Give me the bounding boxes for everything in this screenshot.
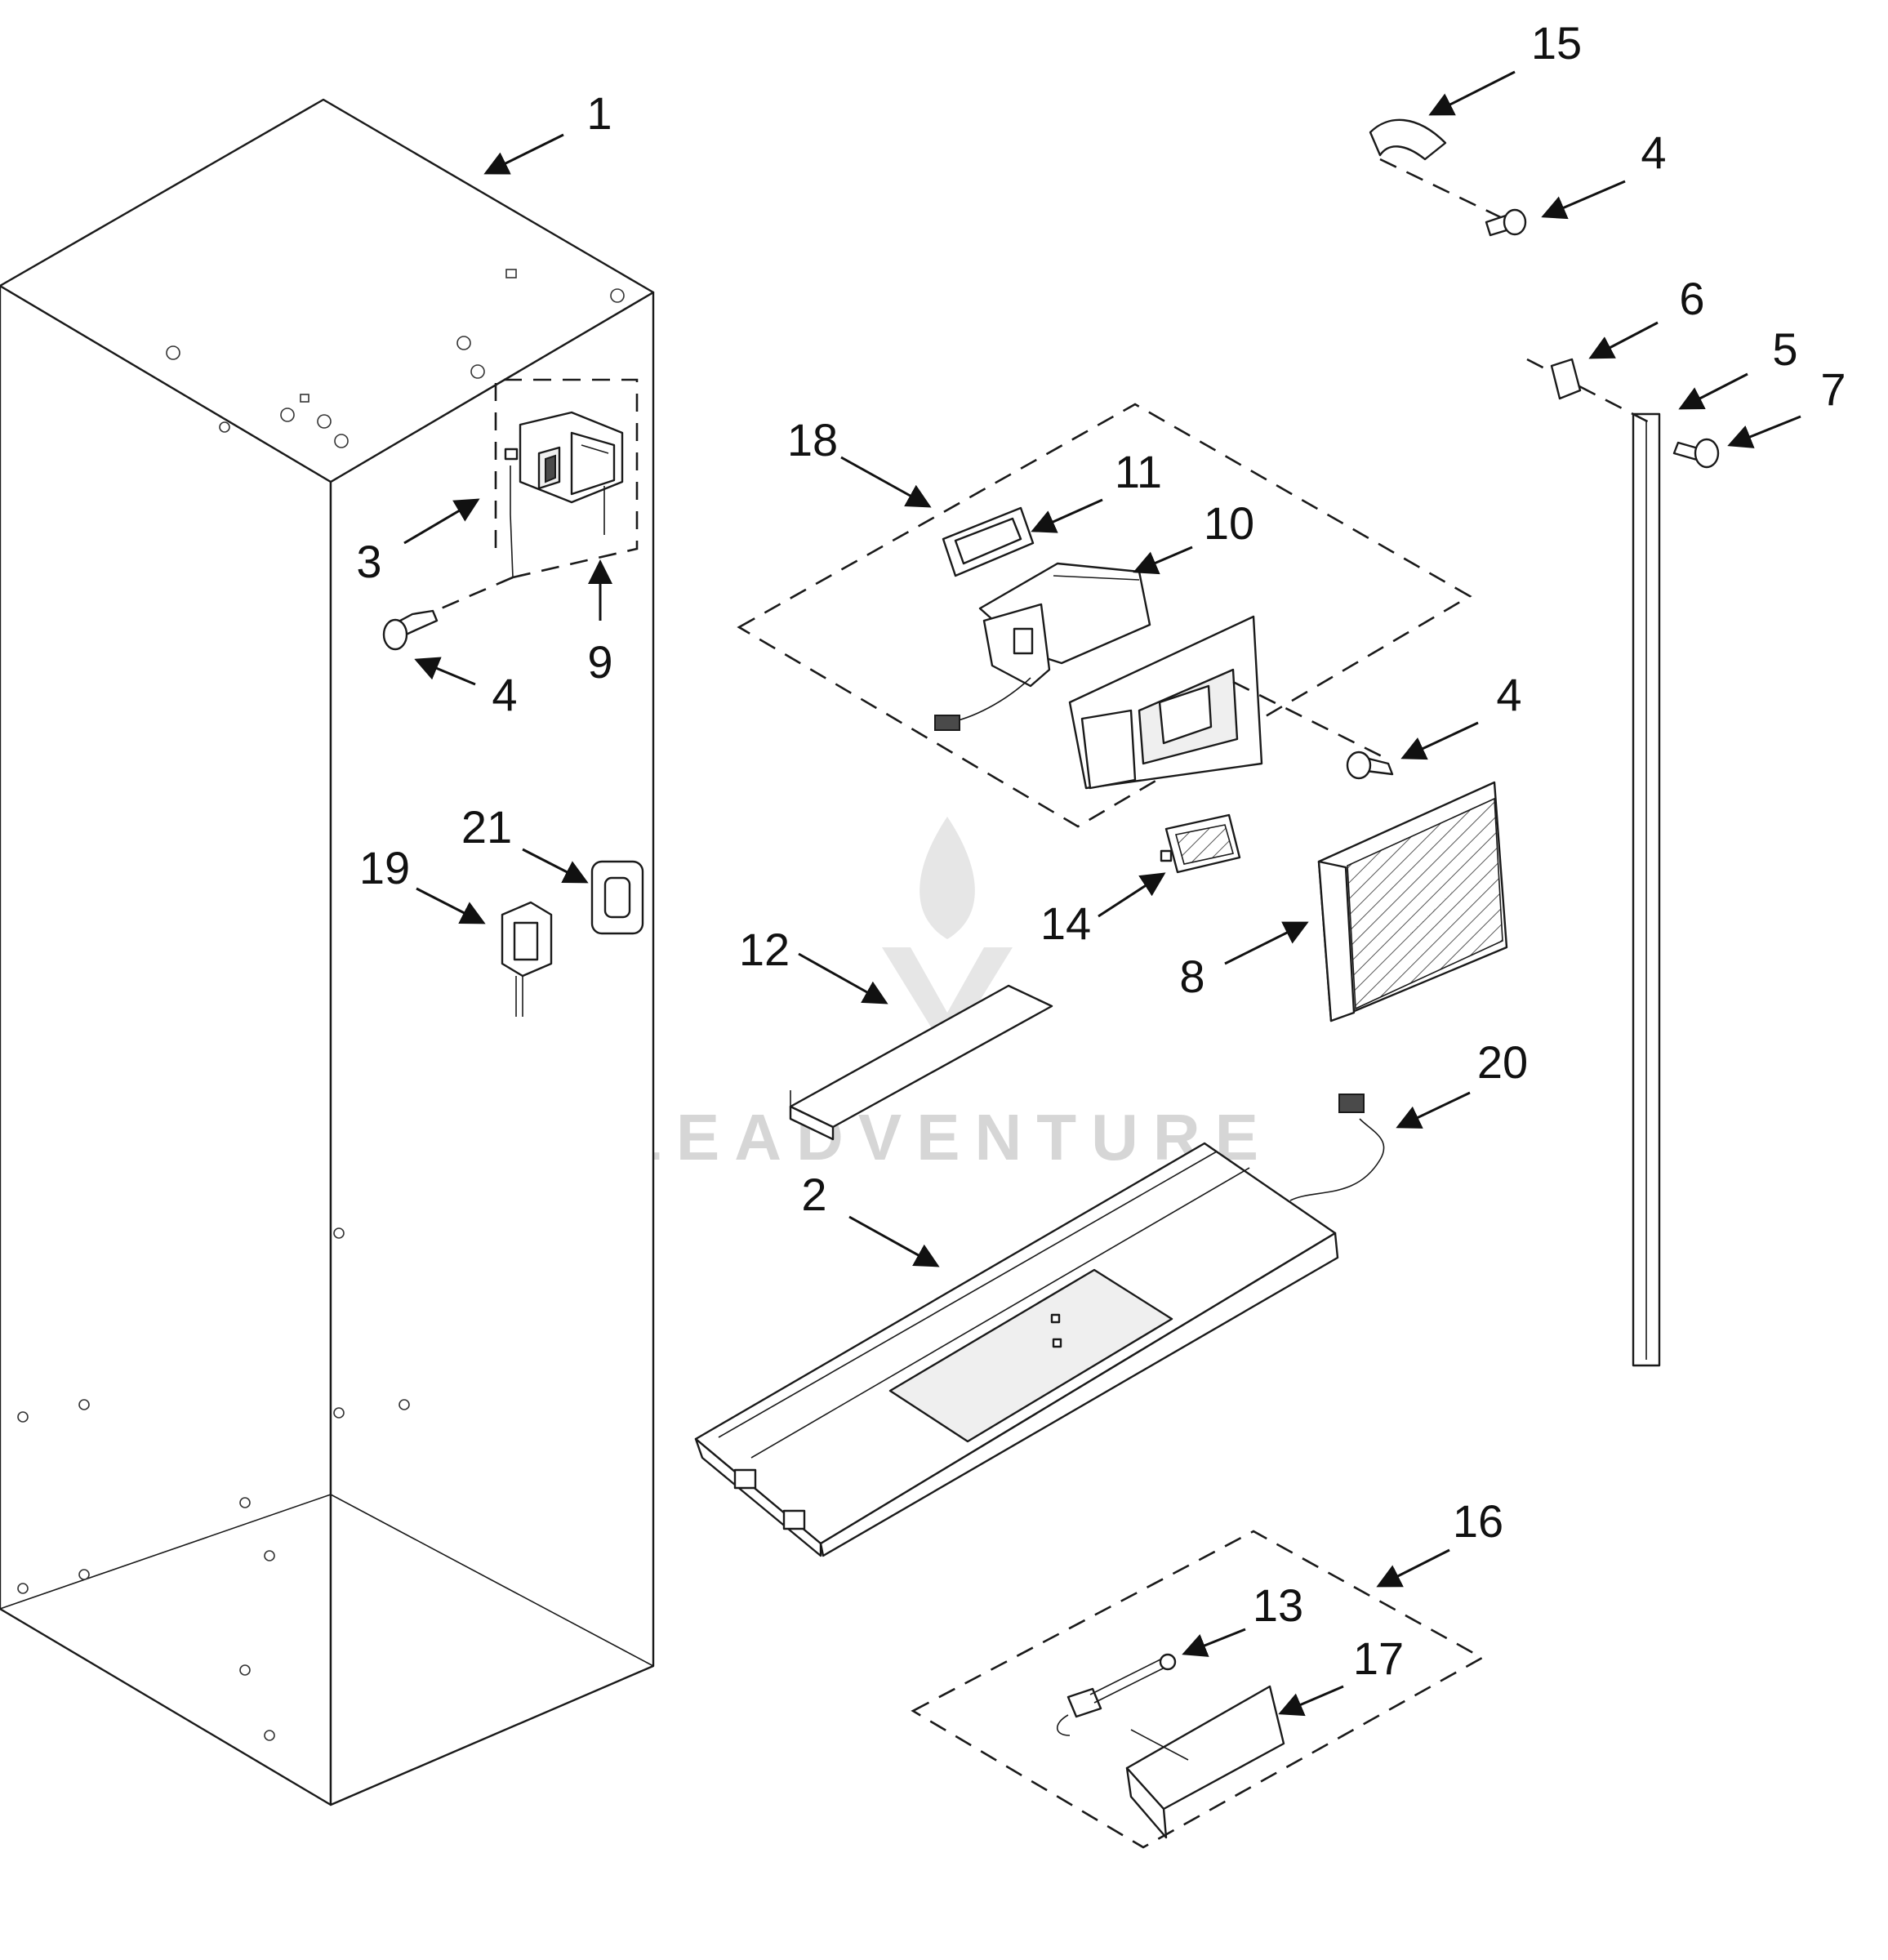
callout-20: 20 — [1477, 1036, 1528, 1088]
assembly-18-frame — [737, 403, 1472, 828]
callout-3: 3 — [356, 536, 381, 587]
screw-right-part — [1672, 438, 1720, 469]
callout-leaders — [403, 70, 1801, 1717]
clip-part — [1550, 358, 1582, 400]
leader-arrow-17 — [1278, 1685, 1344, 1717]
leader-arrow-5 — [1678, 372, 1748, 410]
callout-labels: 1 15 4 6 5 7 18 11 10 3 9 4 4 21 19 14 8… — [356, 17, 1846, 1684]
callout-15: 15 — [1531, 17, 1582, 69]
leader-arrow-19 — [416, 887, 486, 924]
leader-arrow-6 — [1588, 321, 1659, 359]
callout-12: 12 — [739, 924, 790, 975]
callout-5: 5 — [1772, 323, 1797, 375]
callout-13: 13 — [1253, 1579, 1303, 1631]
screw-center-part — [1232, 680, 1394, 780]
watermark-text: LEADVENTURE — [621, 1101, 1273, 1174]
callout-6: 6 — [1679, 273, 1704, 324]
leader-arrow-1 — [483, 133, 564, 175]
callout-21: 21 — [461, 801, 512, 853]
callout-4-top: 4 — [1641, 127, 1666, 178]
screw-top-part — [1379, 158, 1527, 237]
assembly-16-frame — [911, 1530, 1485, 1849]
leader-arrow-3 — [403, 498, 480, 545]
callout-1: 1 — [586, 87, 612, 139]
tray-part — [694, 1142, 1339, 1557]
hinge-bracket-part — [501, 901, 553, 1017]
callout-4-left: 4 — [492, 669, 517, 720]
callout-4-center: 4 — [1496, 669, 1521, 720]
bracket-part — [1369, 118, 1447, 161]
callout-2: 2 — [801, 1169, 826, 1220]
wire-harness-part — [1289, 1094, 1385, 1201]
leader-arrow-15 — [1428, 70, 1516, 116]
callout-19: 19 — [359, 842, 410, 893]
dispenser-front-part — [1068, 615, 1263, 790]
leader-arrow-10 — [1133, 546, 1193, 575]
leader-arrow-8 — [1224, 921, 1309, 965]
housing-part — [934, 562, 1151, 731]
label-plate-part — [590, 860, 644, 935]
callout-7: 7 — [1820, 363, 1846, 415]
cover-part — [789, 984, 1053, 1141]
leader-arrow-21 — [522, 848, 589, 884]
callout-18: 18 — [787, 414, 838, 466]
filter-part — [1160, 813, 1241, 874]
light-cover-part — [1125, 1685, 1285, 1839]
leader-arrow-4 — [414, 657, 476, 686]
control-housing-part — [494, 378, 639, 579]
sensor-part — [1056, 1653, 1177, 1736]
panel-part — [1317, 781, 1508, 1022]
callout-11: 11 — [1115, 446, 1162, 497]
callout-14: 14 — [1040, 898, 1091, 949]
leader-arrow-7 — [1727, 415, 1801, 448]
cabinet-part — [0, 98, 655, 1806]
leader-arrow-11 — [1031, 498, 1103, 533]
leader-arrow-4 — [1541, 180, 1626, 220]
callout-8: 8 — [1179, 951, 1204, 1002]
leader-arrow-4 — [1400, 721, 1479, 760]
watermark: LEADVENTURE — [621, 817, 1273, 1174]
callout-10: 10 — [1204, 497, 1254, 549]
leader-arrow-16 — [1376, 1548, 1450, 1588]
leader-arrow-18 — [840, 456, 932, 508]
screw-left-part — [382, 576, 514, 651]
leader-arrow-2 — [848, 1215, 940, 1267]
leader-arrow-20 — [1396, 1091, 1471, 1129]
rail-part — [1526, 358, 1661, 1367]
leader-arrow-14 — [1098, 872, 1166, 918]
leader-arrow-13 — [1182, 1628, 1246, 1657]
callout-16: 16 — [1453, 1495, 1503, 1547]
gasket-part — [942, 506, 1035, 577]
callout-17: 17 — [1353, 1633, 1404, 1684]
callout-9: 9 — [587, 636, 612, 688]
leader-arrow-12 — [798, 952, 888, 1004]
